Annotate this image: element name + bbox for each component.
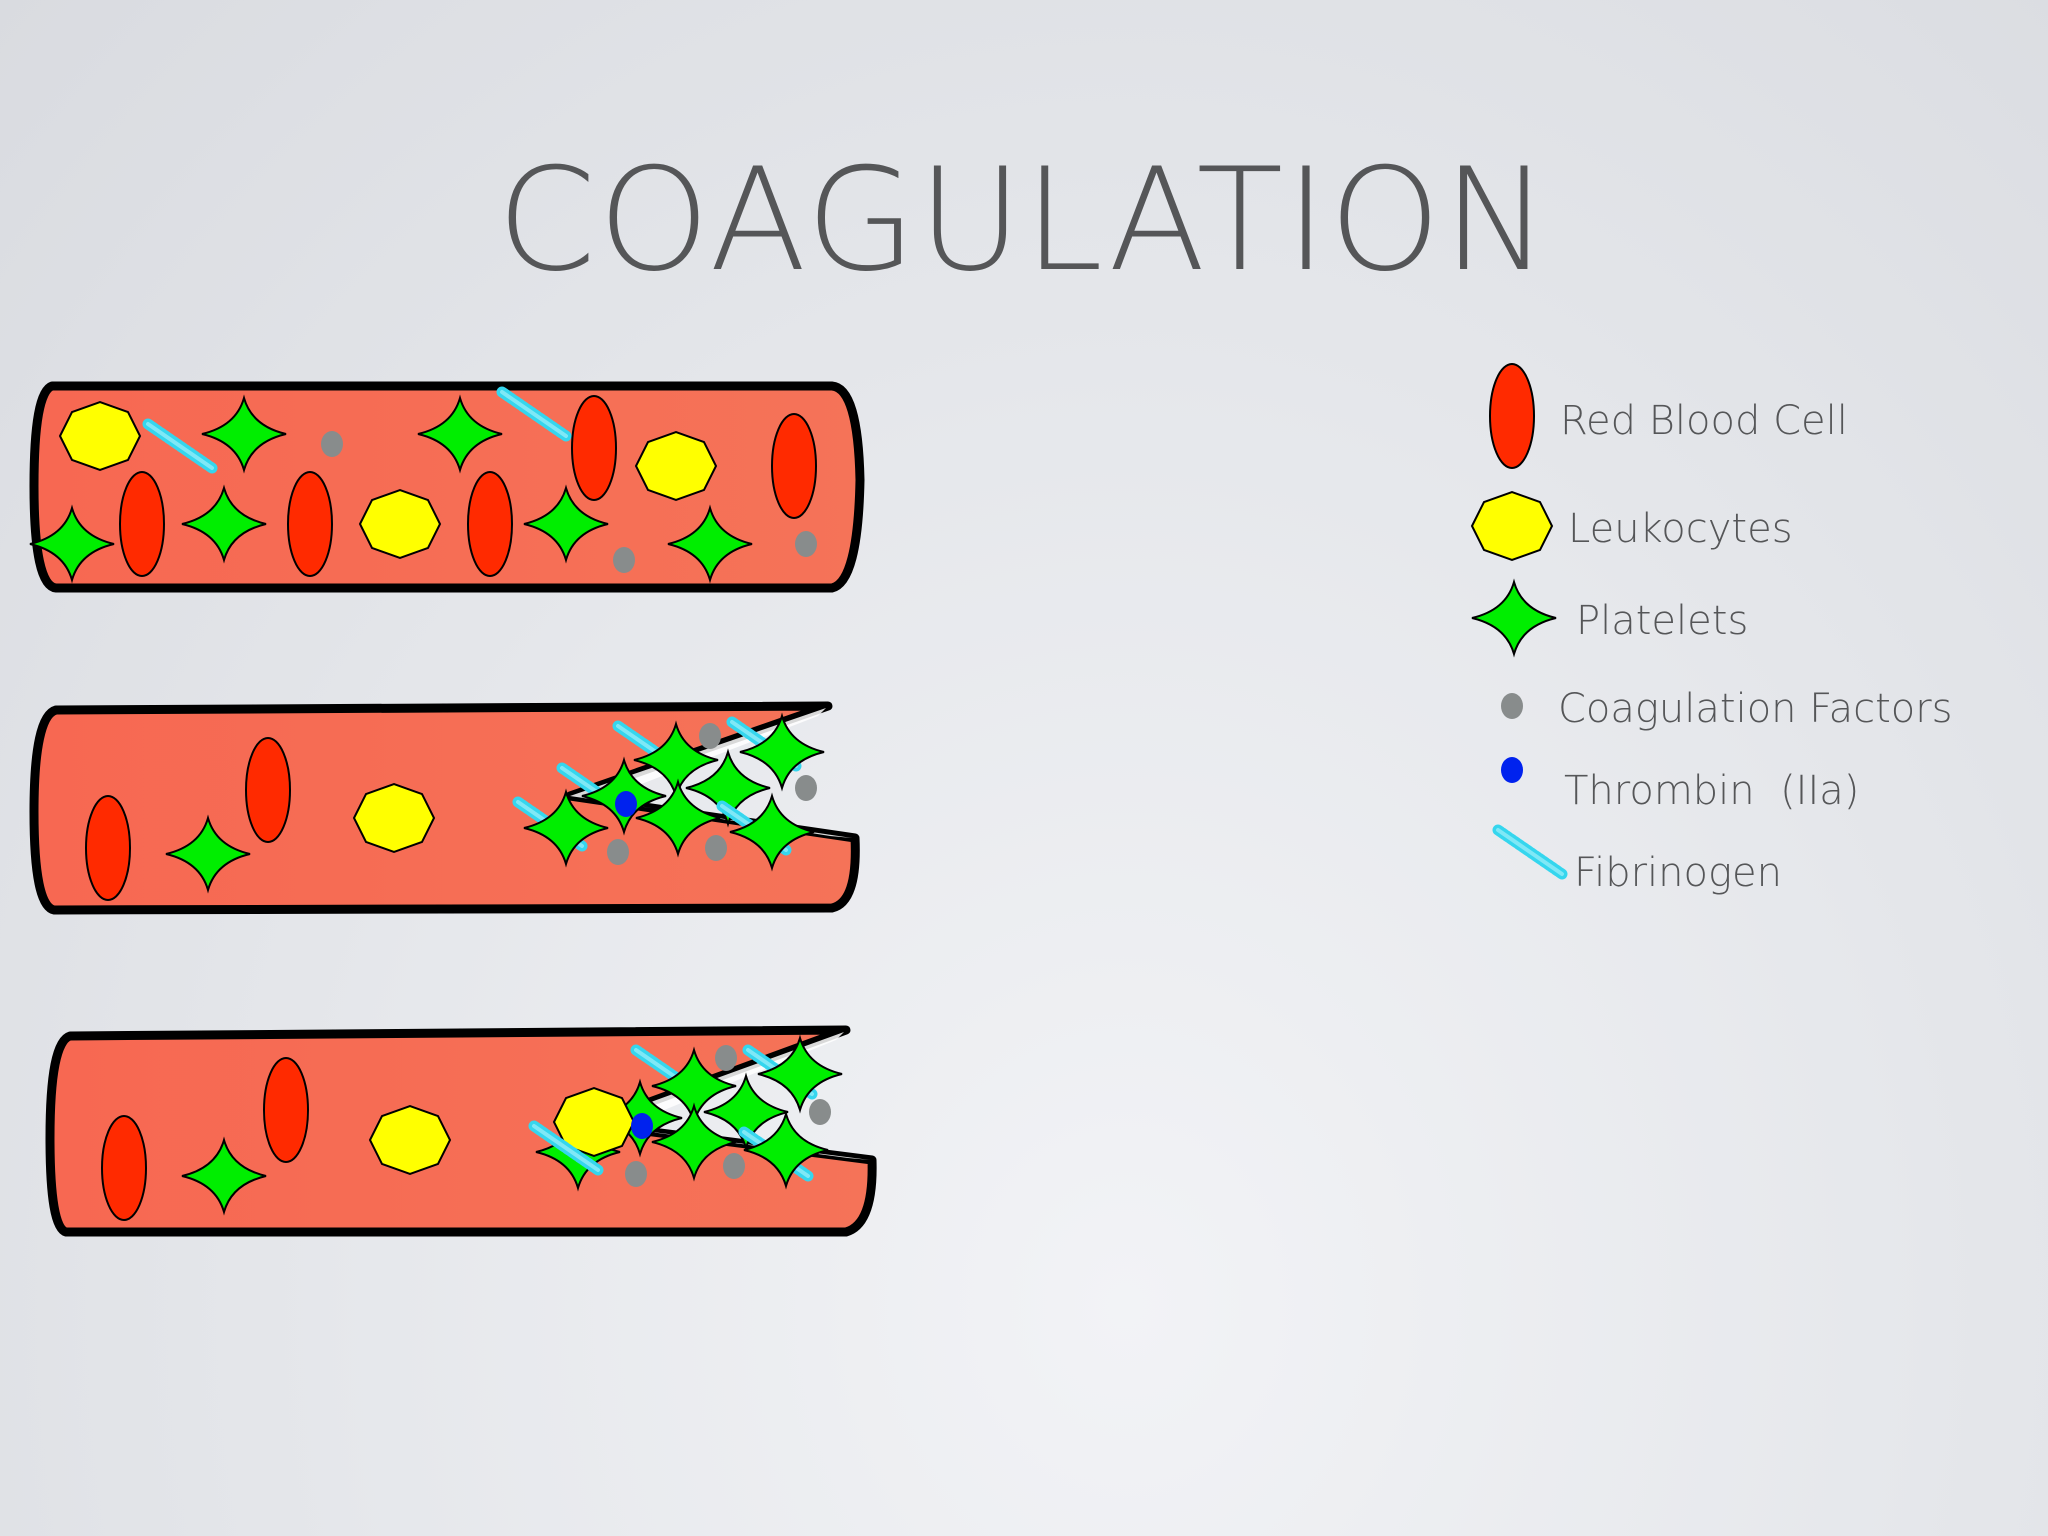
vessel-injured (29, 701, 860, 915)
vessel-intact (29, 381, 865, 593)
legend-label-fibrinogen: Fibrinogen (1574, 850, 1782, 896)
red-blood-cell (101, 1115, 147, 1221)
legend-label-leukocytes: Leukocytes (1568, 506, 1793, 552)
red-blood-cell (119, 471, 165, 577)
legend: Red Blood Cell Leukocytes Platelets Coag… (1471, 363, 1953, 896)
red-blood-cell (245, 737, 291, 843)
legend-label-coagulation-factors: Coagulation Factors (1558, 686, 1953, 732)
red-blood-cell (571, 395, 617, 501)
leukocyte (353, 783, 435, 853)
legend-item-leukocytes: Leukocytes (1471, 491, 1793, 561)
legend-label-platelets: Platelets (1576, 598, 1748, 644)
coagulation-factor (723, 1153, 745, 1179)
legend-item-red-blood-cell: Red Blood Cell (1489, 363, 1848, 469)
red-blood-cell (263, 1057, 309, 1163)
leukocyte (635, 431, 717, 501)
coagulation-factor (795, 775, 817, 801)
slide-title: COAGULATION (496, 138, 1552, 303)
red-blood-cell (467, 471, 513, 577)
coagulation-factor (705, 835, 727, 861)
legend-label-thrombin: Thrombin (IIa) (1564, 768, 1859, 814)
leukocyte (369, 1105, 451, 1175)
coagulation-factor (699, 723, 721, 749)
thrombin (615, 791, 637, 817)
fibrinogen-icon (1498, 830, 1562, 874)
leukocyte (359, 489, 441, 559)
red-blood-cell-icon (1489, 363, 1535, 469)
coagulation-factor (613, 547, 635, 573)
red-blood-cell (771, 413, 817, 519)
coagulation-factor (795, 531, 817, 557)
leukocyte (59, 401, 141, 471)
legend-item-thrombin: Thrombin (IIa) (1501, 757, 1859, 814)
legend-item-fibrinogen: Fibrinogen (1498, 830, 1782, 896)
legend-item-coagulation-factors: Coagulation Factors (1501, 686, 1953, 732)
legend-label-red-blood-cell: Red Blood Cell (1560, 398, 1848, 444)
legend-item-platelets: Platelets (1471, 581, 1748, 655)
red-blood-cell (287, 471, 333, 577)
thrombin (631, 1113, 653, 1139)
coagulation-factor (715, 1045, 737, 1071)
coagulation-factor-icon (1501, 693, 1523, 719)
leukocyte-icon (1471, 491, 1553, 561)
thrombin-icon (1501, 757, 1523, 783)
coagulation-factor (625, 1161, 647, 1187)
vessel-clot (45, 1025, 877, 1237)
coagulation-factor (809, 1099, 831, 1125)
coagulation-factor (321, 431, 343, 457)
coagulation-factor (607, 839, 629, 865)
platelet-icon (1471, 581, 1557, 655)
red-blood-cell (85, 795, 131, 901)
